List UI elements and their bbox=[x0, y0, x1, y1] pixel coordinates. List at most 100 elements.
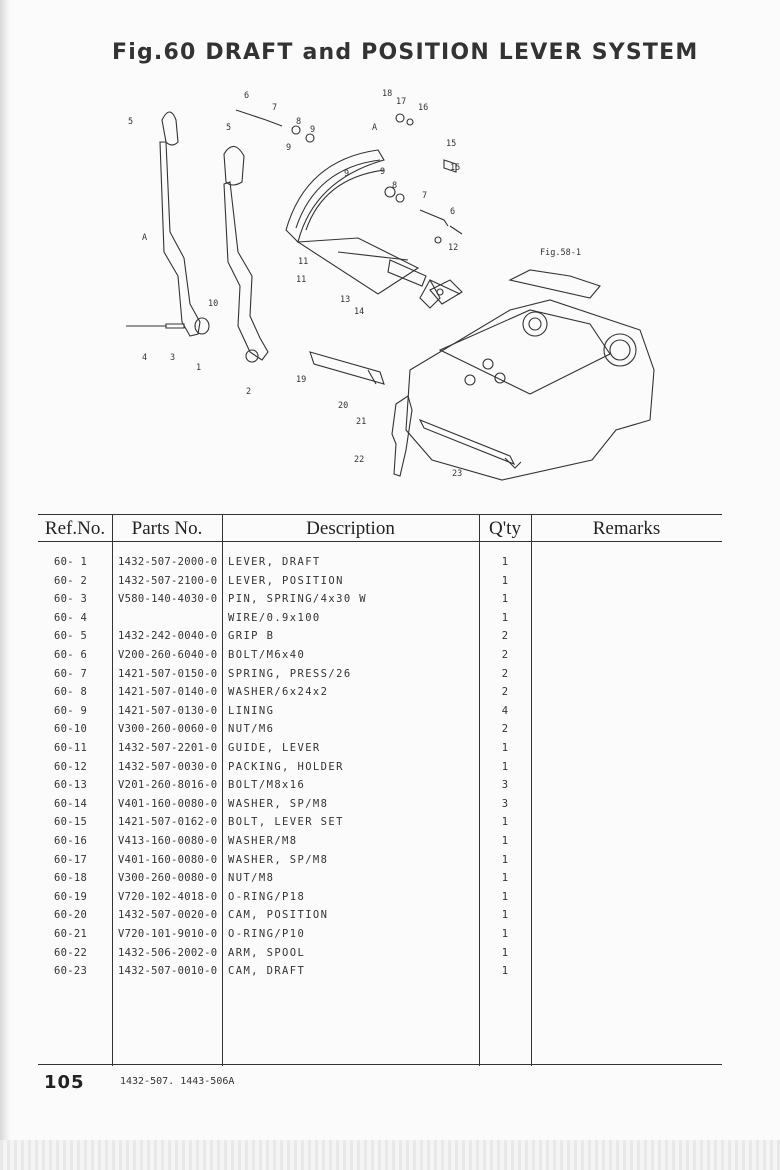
part-number-cell: V200-260-6040-0 bbox=[118, 649, 218, 661]
part-callout: 14 bbox=[354, 307, 364, 317]
header-remarks: Remarks bbox=[592, 518, 661, 539]
description-cell: LINING bbox=[228, 704, 275, 717]
part-number-cell: 1421-507-0130-0 bbox=[118, 704, 218, 717]
quantity-cell: 1 bbox=[501, 890, 509, 903]
part-number-cell: V720-101-9010-0 bbox=[118, 928, 218, 940]
description-cell: LEVER, DRAFT bbox=[228, 556, 321, 568]
reference-note: Fig.58-1 bbox=[540, 248, 581, 258]
part-callout: 18 bbox=[382, 89, 392, 99]
diagram-drawing: 1234556677889999101111121314151516171819… bbox=[126, 89, 655, 481]
parts-table: Ref.No. Parts No. Description Q'ty Remar… bbox=[38, 514, 722, 1066]
quantity-cell: 2 bbox=[501, 630, 509, 643]
quantity-cell: 1 bbox=[501, 835, 509, 847]
part-callout: 11 bbox=[298, 257, 308, 267]
description-cell: NUT/M6 bbox=[228, 723, 275, 736]
description-cell: PACKING, HOLDER bbox=[228, 760, 344, 773]
ref-cell: 60-14 bbox=[54, 797, 88, 810]
description-cell: WASHER, SP/M8 bbox=[228, 853, 329, 866]
header-qty: Q'ty bbox=[489, 518, 521, 539]
ref-cell: 60-22 bbox=[54, 946, 88, 959]
header-ref-no: Ref.No. bbox=[44, 518, 106, 539]
description-cell: BOLT/M8x16 bbox=[228, 779, 306, 792]
quantity-cell: 1 bbox=[501, 946, 509, 959]
ref-cell: 60-19 bbox=[54, 890, 88, 903]
column-divider bbox=[479, 514, 480, 1066]
ref-cell: 60- 3 bbox=[54, 593, 88, 606]
description-cell: BOLT/M6x40 bbox=[228, 649, 306, 661]
part-callout: 11 bbox=[296, 275, 306, 285]
ref-cell: 60-16 bbox=[54, 835, 88, 847]
quantity-cell: 1 bbox=[501, 928, 509, 940]
quantity-cell: 4 bbox=[501, 704, 509, 717]
part-number-cell: V300-260-0080-0 bbox=[118, 872, 218, 885]
ref-cell: 60- 8 bbox=[54, 686, 88, 699]
quantity-cell: 1 bbox=[501, 872, 509, 885]
part-callout: 8 bbox=[296, 117, 301, 127]
table-row: 60- 9 1421-507-0130-0 LINING 4 bbox=[38, 703, 722, 721]
ref-cell: 60-17 bbox=[54, 853, 88, 866]
quantity-cell: 1 bbox=[501, 965, 509, 978]
quantity-cell: 2 bbox=[501, 723, 509, 736]
ref-cell: 60- 9 bbox=[54, 704, 88, 717]
description-cell: GRIP B bbox=[228, 630, 275, 643]
part-callout: 23 bbox=[452, 469, 462, 479]
part-callout: 21 bbox=[356, 417, 366, 427]
description-cell: WASHER/6x24x2 bbox=[228, 686, 329, 699]
description-cell: GUIDE, LEVER bbox=[228, 742, 321, 754]
header-description: Description bbox=[306, 518, 395, 539]
part-number-cell: 1432-507-0030-0 bbox=[118, 760, 218, 773]
position-lever-shape bbox=[223, 145, 245, 186]
quantity-cell: 1 bbox=[501, 742, 509, 754]
part-callout: 13 bbox=[340, 295, 350, 305]
quantity-cell: 1 bbox=[501, 909, 509, 922]
table-row: 60- 5 1432-242-0040-0 GRIP B 2 bbox=[38, 628, 722, 646]
description-cell: WASHER/M8 bbox=[228, 835, 298, 847]
part-callout: 16 bbox=[418, 103, 428, 113]
page-edge bbox=[0, 0, 10, 1170]
table-header-rule bbox=[38, 541, 722, 542]
part-callout: 15 bbox=[446, 139, 456, 149]
part-callout: 17 bbox=[396, 97, 406, 107]
quantity-cell: 1 bbox=[501, 611, 509, 624]
part-number-cell: V201-260-8016-0 bbox=[118, 779, 218, 792]
quantity-cell: 1 bbox=[501, 816, 509, 829]
arrow-label-left: A bbox=[142, 233, 147, 243]
part-callout: 6 bbox=[244, 91, 249, 101]
quantity-cell: 2 bbox=[501, 667, 509, 680]
part-number-cell: 1432-242-0040-0 bbox=[118, 630, 218, 643]
quantity-cell: 2 bbox=[501, 649, 509, 661]
part-callout: 22 bbox=[354, 455, 364, 465]
arrow-label-top: A bbox=[372, 123, 377, 133]
description-cell: WASHER, SP/M8 bbox=[228, 797, 329, 810]
column-divider bbox=[531, 514, 532, 1066]
quantity-cell: 1 bbox=[501, 556, 509, 568]
footer-reference: 1432-507. 1443-506A bbox=[120, 1076, 235, 1087]
ref-cell: 60-13 bbox=[54, 779, 88, 792]
part-callout: 7 bbox=[272, 103, 277, 113]
part-callout: 15 bbox=[450, 163, 460, 173]
description-cell: SPRING, PRESS/26 bbox=[228, 667, 352, 680]
part-callout: 10 bbox=[208, 299, 218, 309]
part-callout: 5 bbox=[128, 117, 133, 127]
part-callout: 19 bbox=[296, 375, 306, 385]
ref-cell: 60-23 bbox=[54, 965, 88, 978]
part-callout: 9 bbox=[344, 169, 349, 179]
table-bottom-rule bbox=[38, 1064, 722, 1065]
part-number-cell: V580-140-4030-0 bbox=[118, 593, 218, 606]
description-cell: CAM, DRAFT bbox=[228, 965, 306, 978]
part-callout: 6 bbox=[450, 207, 455, 217]
ref-cell: 60- 5 bbox=[54, 630, 88, 643]
ref-cell: 60- 7 bbox=[54, 667, 88, 680]
